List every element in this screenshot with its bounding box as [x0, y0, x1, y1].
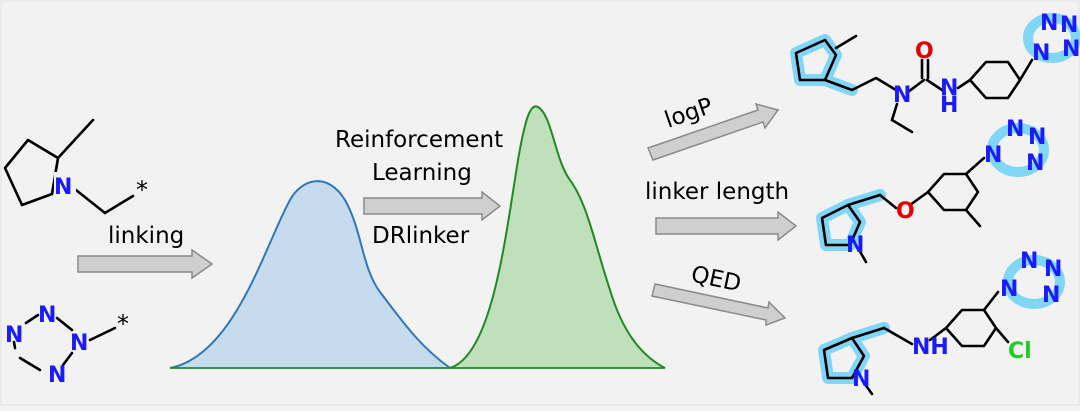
tetrazole-highlight: [1003, 255, 1065, 309]
product-molecule-logp: N O N H N N N N: [790, 11, 1080, 134]
tetrazole-link: [982, 290, 1000, 312]
optimized-distribution: [449, 105, 666, 369]
tz-n: N: [1044, 257, 1062, 282]
tetrazole-link: [1018, 58, 1034, 82]
chloro-bond: [994, 326, 1010, 344]
tz-bond-c: [61, 351, 74, 367]
ether-bond-1: [878, 193, 898, 210]
n-ethyl-bond-1: [890, 102, 899, 122]
arrow-shape: [647, 102, 780, 161]
tz-n4: N: [48, 363, 66, 388]
n-ethyl-bond-2: [890, 118, 914, 134]
ethyl-linker: [823, 76, 898, 92]
tz-n: N: [1042, 283, 1060, 308]
ch2-bond: [850, 326, 886, 340]
arrow-shape: [655, 210, 798, 242]
linking-label: linking: [108, 223, 184, 249]
reinforcement-label: Reinforcement: [335, 127, 503, 153]
tz-n1: N: [5, 323, 23, 348]
tz-bond-e: [12, 340, 17, 350]
amine-bond-2: [928, 326, 948, 342]
tz-n: N: [1062, 37, 1080, 62]
arrow-shape: [363, 190, 502, 222]
tz-n: N: [1060, 13, 1078, 38]
carbonyl-o: O: [915, 39, 934, 64]
urea-bond-1: [906, 78, 926, 94]
pyrrolidine-n: N: [846, 233, 864, 258]
product-molecule-qed: NH Cl N N N N N: [818, 249, 1065, 396]
amide-n: N: [893, 83, 911, 108]
aryl-bond: [956, 78, 972, 90]
tz-n3: N: [70, 331, 88, 356]
tz-n: N: [1026, 151, 1044, 176]
tz-n: N: [984, 143, 1002, 168]
ch2-bond: [846, 193, 882, 207]
amine-bond-1: [882, 326, 914, 346]
tz-n: N: [1000, 277, 1018, 302]
pyrrolidine-ring: [820, 203, 862, 247]
ether-bond-2: [908, 190, 930, 207]
pyrrolidine-ring: [822, 336, 866, 380]
arrow-shape: [651, 283, 787, 327]
attachment-star: *: [136, 176, 148, 204]
ether-o: O: [896, 199, 915, 224]
tetrazole-link: [964, 156, 986, 176]
methyl-bond: [964, 208, 982, 228]
tetrazole-fragment: N N N N *: [5, 303, 129, 388]
phenyl-ring: [926, 172, 980, 212]
tz-bond-a: [24, 313, 40, 325]
linker-bond-2: [103, 194, 135, 215]
n-methyl-bond: [856, 246, 868, 264]
learning-label: Learning: [372, 160, 472, 186]
tz-n: N: [1032, 41, 1050, 66]
product-molecule-linker-length: O N N N N N: [816, 117, 1049, 264]
distribution-fill: [170, 181, 450, 368]
distribution-fill: [450, 106, 665, 368]
drlinker-label: DRlinker: [372, 223, 470, 249]
nh-n: N: [940, 76, 958, 101]
tz-bond-d: [18, 356, 42, 372]
nh-h: H: [940, 93, 958, 118]
tetrazole-highlight: [987, 123, 1049, 177]
tz-substituent-bond: [88, 326, 117, 342]
pyrrolidine-ring: [3, 138, 60, 207]
linker-length-label: linker length: [645, 179, 789, 205]
initial-distribution: [169, 180, 451, 369]
urea-bond-2: [925, 78, 944, 92]
tz-n: N: [1028, 125, 1046, 150]
nitrogen-atom: N: [54, 175, 72, 200]
chlorine-atom: Cl: [1008, 339, 1032, 364]
tetrazole-highlight: [1023, 13, 1080, 63]
pyrrolidine-ring: [794, 38, 838, 82]
pyrrolidine-n: N: [852, 367, 870, 392]
arrow-shape: [77, 248, 214, 280]
atom-backdrop: [54, 172, 76, 198]
methyl-bond: [56, 118, 95, 160]
tz-n2: N: [38, 303, 56, 328]
n-methyl-bond: [860, 378, 874, 396]
distribution-curve: [169, 180, 451, 369]
linking-arrow: linking: [77, 223, 214, 280]
n-methyl-bond: [834, 34, 858, 50]
pyrrolidine-fragment: N *: [3, 118, 148, 215]
tz-n: N: [1006, 117, 1024, 142]
tz-n: N: [1020, 249, 1038, 274]
amine-nh: NH: [912, 335, 949, 360]
attachment-star: *: [117, 310, 129, 338]
tz-bond-b: [55, 316, 74, 332]
distribution-curve: [449, 105, 666, 369]
tz-n: N: [1040, 11, 1058, 36]
linker-length-arrow: linker length: [645, 179, 798, 242]
linker-bond-1: [74, 188, 107, 215]
rl-arrow: Reinforcement Learning DRlinker: [335, 127, 503, 249]
